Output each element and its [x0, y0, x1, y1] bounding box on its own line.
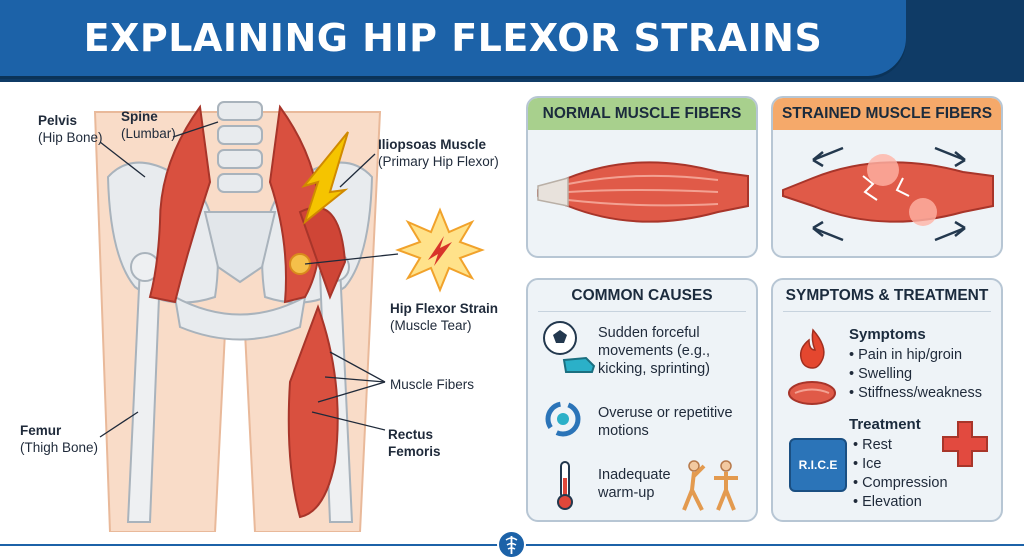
normal-muscle-svg: [537, 161, 749, 223]
label-rectus: Rectus Femoris: [388, 426, 441, 460]
strained-fibers-panel: STRAINED MUSCLE FIBERS: [771, 96, 1003, 258]
iliopsoas-right: [268, 104, 322, 304]
leader-line: [339, 153, 376, 188]
label-strain-sub: (Muscle Tear): [390, 318, 472, 333]
normal-fibers-title: NORMAL MUSCLE FIBERS: [528, 98, 756, 130]
label-femur-name: Femur: [20, 423, 62, 438]
vertebra: [217, 173, 263, 193]
symptom-item: Swelling: [849, 365, 982, 384]
leader-line: [329, 351, 386, 383]
label-pelvis-sub: (Hip Bone): [38, 130, 103, 145]
label-iliopsoas-sub: (Primary Hip Flexor): [378, 154, 499, 169]
symptom-item: Stiffness/weakness: [849, 384, 982, 403]
anatomy-illustration: Pelvis (Hip Bone) Spine (Lumbar) Iliopso…: [0, 82, 520, 532]
flame-icon: [799, 328, 825, 369]
arrow-icon: [934, 146, 966, 168]
cause-1-text: Sudden forceful movements (e.g., kicking…: [598, 325, 711, 377]
arrow-icon: [812, 220, 844, 242]
arrow-icon: [934, 220, 966, 242]
cause-3-text: Inadequate warm-up: [598, 467, 671, 501]
symptoms-treatment-panel: SYMPTOMS & TREATMENT Symptoms Pain in hi…: [771, 278, 1003, 522]
label-spine-sub: (Lumbar): [121, 126, 176, 141]
leader-line: [172, 121, 219, 138]
header-banner: EXPLAINING HIP FLEXOR STRAINS: [0, 0, 906, 76]
label-muscle-fibers: Muscle Fibers: [390, 376, 474, 393]
leader-line: [311, 411, 386, 431]
stretching-figures-icon: [682, 460, 738, 511]
soccer-ball-and-shoe-icon: [543, 321, 596, 373]
sacrum: [203, 211, 277, 284]
arrow-icon: [812, 146, 844, 168]
pubic-bone: [173, 295, 307, 341]
strained-fibers-title: STRAINED MUSCLE FIBERS: [773, 98, 1001, 130]
label-pelvis-name: Pelvis: [38, 113, 78, 128]
treatment-item: Compression: [853, 474, 947, 493]
label-femur: Femur (Thigh Bone): [20, 422, 98, 456]
symptoms-label: Symptoms: [849, 326, 926, 343]
hip-anatomy-svg: [93, 101, 485, 532]
label-spine-name: Spine: [121, 109, 158, 124]
medical-cross-icon: [942, 421, 988, 467]
vertebra: [217, 101, 263, 121]
leader-line: [324, 376, 386, 383]
label-iliopsoas-name: Iliopsoas Muscle: [378, 137, 487, 152]
strained-muscle-svg: [782, 146, 994, 242]
treatment-label: Treatment: [849, 416, 921, 433]
label-iliopsoas: Iliopsoas Muscle (Primary Hip Flexor): [378, 136, 499, 170]
symptoms-list: Pain in hip/groin Swelling Stiffness/wea…: [849, 346, 982, 403]
symptom-item: Pain in hip/groin: [849, 346, 982, 365]
label-fibers-name: Muscle Fibers: [390, 377, 475, 392]
swollen-muscle-icon: [788, 381, 836, 405]
vertebra: [217, 125, 263, 145]
label-femur-sub: (Thigh Bone): [20, 440, 99, 455]
treatment-item: Rest: [853, 436, 948, 455]
normal-fibers-panel: NORMAL MUSCLE FIBERS: [526, 96, 758, 258]
treatment-item: Elevation: [853, 493, 948, 512]
leader-line: [99, 411, 139, 438]
treatment-item: Ice: [853, 455, 948, 474]
page-title: EXPLAINING HIP FLEXOR STRAINS: [83, 16, 823, 60]
common-causes-panel: COMMON CAUSES Sudden forceful movements …: [526, 278, 758, 522]
leader-line: [304, 253, 399, 265]
rice-badge: R.I.C.E: [789, 438, 847, 492]
caduceus-logo-icon: [497, 530, 526, 559]
leader-line: [317, 381, 386, 403]
label-strain: Hip Flexor Strain (Muscle Tear): [390, 300, 498, 334]
pointer-arrow-icon: [301, 131, 349, 225]
label-rectus-name: Rectus: [388, 427, 434, 442]
leader-line: [99, 141, 146, 178]
treatment-list: Rest Ice Compression Elevation: [853, 436, 948, 512]
starburst-icon: [395, 207, 485, 293]
circular-arrows-icon: [545, 401, 581, 437]
symptoms-treatment-title: SYMPTOMS & TREATMENT: [783, 280, 991, 312]
vertebra: [217, 149, 263, 169]
cause-2-text: Overuse or repetitive motions: [598, 405, 733, 439]
common-causes-title: COMMON CAUSES: [538, 280, 746, 312]
label-pelvis: Pelvis (Hip Bone): [38, 112, 103, 146]
label-rectus-sub: Femoris: [388, 444, 441, 459]
iliopsoas-left: [148, 104, 212, 304]
thermometer-icon: [557, 461, 573, 510]
label-strain-name: Hip Flexor Strain: [390, 301, 499, 316]
label-spine: Spine (Lumbar): [121, 108, 176, 142]
